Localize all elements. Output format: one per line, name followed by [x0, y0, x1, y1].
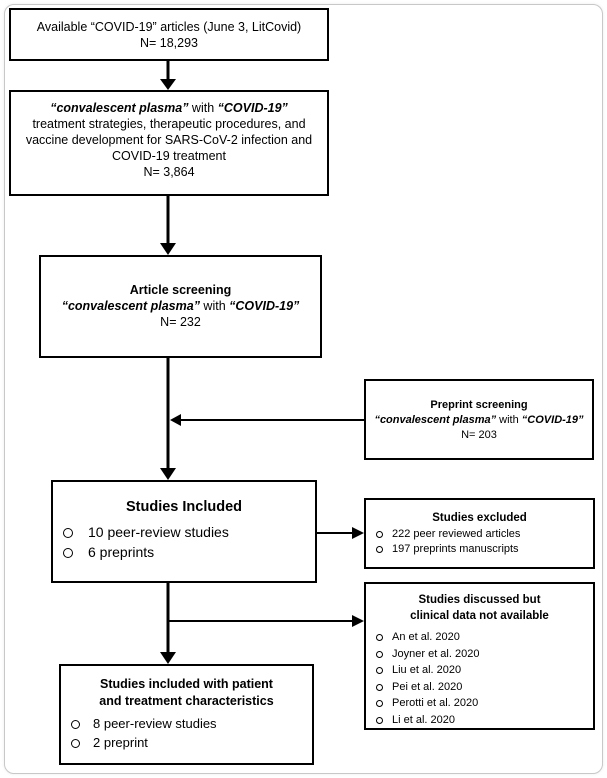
bullet-circle-icon — [376, 650, 383, 658]
convalescent-plasma-count: N= 3,864 — [143, 165, 195, 179]
convalescent-plasma-heading: “convalescent plasma” with “COVID-19” — [50, 101, 288, 115]
preprint-screening-count: N= 203 — [461, 429, 497, 441]
bullet-circle-icon — [376, 634, 383, 641]
studies-discussed-title: Studies discussed but clinical data not … — [410, 594, 549, 622]
studies-discussed-box: Studies discussed but clinical data not … — [364, 582, 595, 730]
studies-excluded-title: Studies excluded — [432, 512, 527, 524]
bullet-circle-icon — [71, 739, 80, 748]
list-item: Joyner et al. 2020 — [376, 646, 593, 663]
studies-included-box: Studies Included 10 peer-review studies … — [51, 480, 317, 583]
arrowhead-icon — [160, 652, 176, 664]
studies-included-title: Studies Included — [125, 499, 242, 515]
list-item: 222 peer reviewed articles — [376, 527, 593, 542]
article-screening-query: “convalescent plasma” with “COVID-19” — [61, 299, 300, 313]
bullet-circle-icon — [71, 720, 80, 729]
list-item: 8 peer-review studies — [71, 714, 312, 733]
final-studies-list: 8 peer-review studies 2 preprint — [71, 714, 312, 752]
bullet-circle-icon — [376, 716, 383, 724]
convalescent-plasma-line3: vaccine development for SARS-CoV-2 infec… — [25, 133, 313, 147]
bullet-circle-icon — [376, 546, 383, 553]
bullet-circle-icon — [376, 667, 383, 674]
bullet-circle-icon — [63, 548, 73, 558]
available-articles-label: Available “COVID-19” articles (June 3, L… — [36, 20, 302, 34]
final-studies-box: Studies included with patient and treatm… — [59, 664, 314, 765]
convalescent-plasma-box: “convalescent plasma” with “COVID-19” tr… — [9, 90, 329, 196]
arrowhead-icon — [352, 615, 364, 627]
list-item: An et al. 2020 — [376, 629, 593, 646]
studies-excluded-box: Studies excluded 222 peer reviewed artic… — [364, 498, 595, 569]
list-item: Liu et al. 2020 — [376, 662, 593, 679]
article-screening-title: Article screening — [129, 283, 232, 297]
list-item: 2 preprint — [71, 733, 312, 752]
studies-discussed-list: An et al. 2020 Joyner et al. 2020 Liu et… — [376, 629, 593, 728]
list-item: 6 preprints — [63, 542, 315, 562]
bullet-circle-icon — [376, 700, 383, 707]
bullet-circle-icon — [376, 683, 383, 691]
studies-excluded-list: 222 peer reviewed articles 197 preprints… — [376, 527, 593, 557]
convalescent-plasma-line2: treatment strategies, therapeutic proced… — [32, 117, 306, 131]
list-item: 10 peer-review studies — [63, 522, 315, 542]
preprint-screening-title: Preprint screening — [430, 399, 528, 411]
studies-included-list: 10 peer-review studies 6 preprints — [63, 522, 315, 562]
available-articles-count: N= 18,293 — [139, 36, 199, 50]
convalescent-plasma-line4: COVID-19 treatment — [112, 149, 226, 163]
list-item: Perotti et al. 2020 — [376, 695, 593, 712]
arrowhead-icon — [352, 527, 364, 539]
article-screening-count: N= 232 — [160, 315, 201, 329]
final-studies-title: Studies included with patient and treatm… — [99, 677, 274, 708]
article-screening-box: Article screening “convalescent plasma” … — [39, 255, 322, 358]
arrowhead-icon — [160, 79, 176, 90]
arrowhead-icon — [160, 468, 176, 480]
arrowhead-icon — [160, 243, 176, 255]
available-articles-box: Available “COVID-19” articles (June 3, L… — [9, 8, 329, 61]
list-item: 197 preprints manuscripts — [376, 542, 593, 557]
arrowhead-icon — [170, 414, 181, 426]
bullet-circle-icon — [63, 528, 73, 538]
preprint-screening-box: Preprint screening “convalescent plasma”… — [364, 379, 594, 460]
list-item: Li et al. 2020 — [376, 712, 593, 729]
preprint-screening-query: “convalescent plasma” with “COVID-19” — [374, 414, 584, 426]
bullet-circle-icon — [376, 531, 383, 538]
list-item: Pei et al. 2020 — [376, 679, 593, 696]
